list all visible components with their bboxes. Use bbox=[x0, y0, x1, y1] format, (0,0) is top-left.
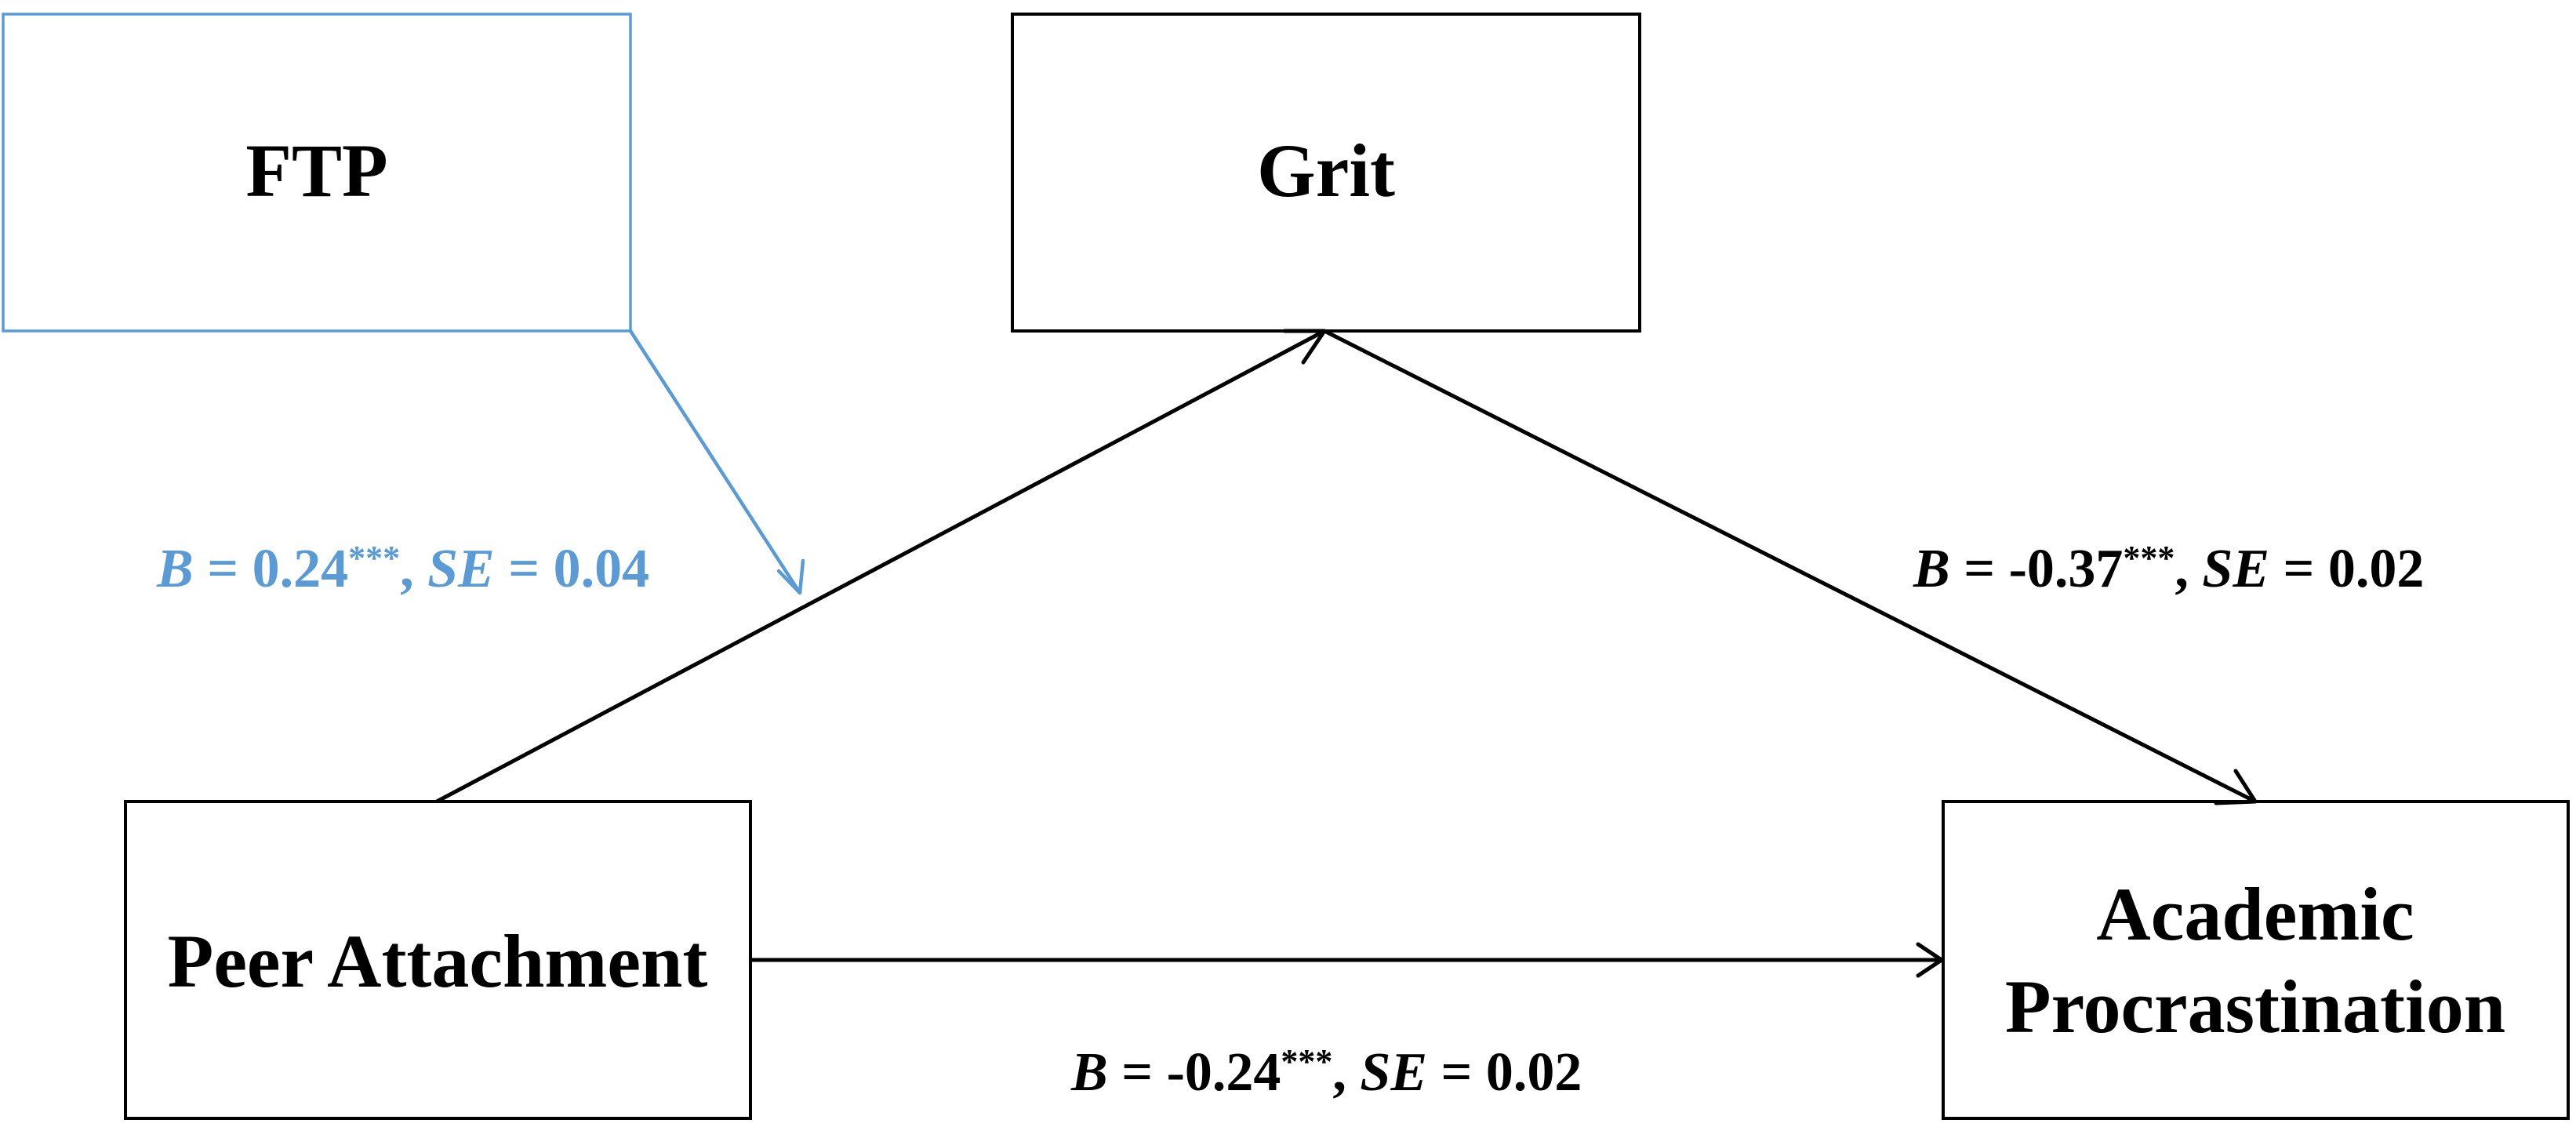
academic-procrastination-box bbox=[1942, 800, 2570, 1120]
edge-grit-to-academic-procrastination bbox=[1323, 329, 2257, 804]
peer-attachment-label: Peer Attachment bbox=[168, 919, 708, 1003]
edge-ftp-moderation bbox=[629, 329, 801, 594]
grit-to-ap-coefficient: B = -0.37***, SE = 0.02 bbox=[1913, 539, 2424, 599]
arrowhead-academic-procrastination-left bbox=[1916, 942, 1944, 978]
grit-label: Grit bbox=[1257, 129, 1395, 213]
arrowhead-moderation bbox=[776, 558, 805, 595]
ftp-box bbox=[2, 13, 632, 333]
grit-box bbox=[1011, 13, 1641, 333]
academic-procrastination-label-line2: Procrastination bbox=[2005, 965, 2505, 1049]
edge-peer-attachment-to-grit bbox=[435, 329, 1326, 804]
pa-to-ap-coefficient: B = -0.24***, SE = 0.02 bbox=[1070, 1042, 1582, 1103]
academic-procrastination-label-line1: Academic bbox=[2096, 872, 2414, 956]
arrowhead-academic-procrastination-top bbox=[2214, 769, 2258, 805]
moderation-coefficient: B = 0.24***, SE = 0.04 bbox=[156, 539, 649, 599]
ftp-label: FTP bbox=[245, 129, 387, 213]
